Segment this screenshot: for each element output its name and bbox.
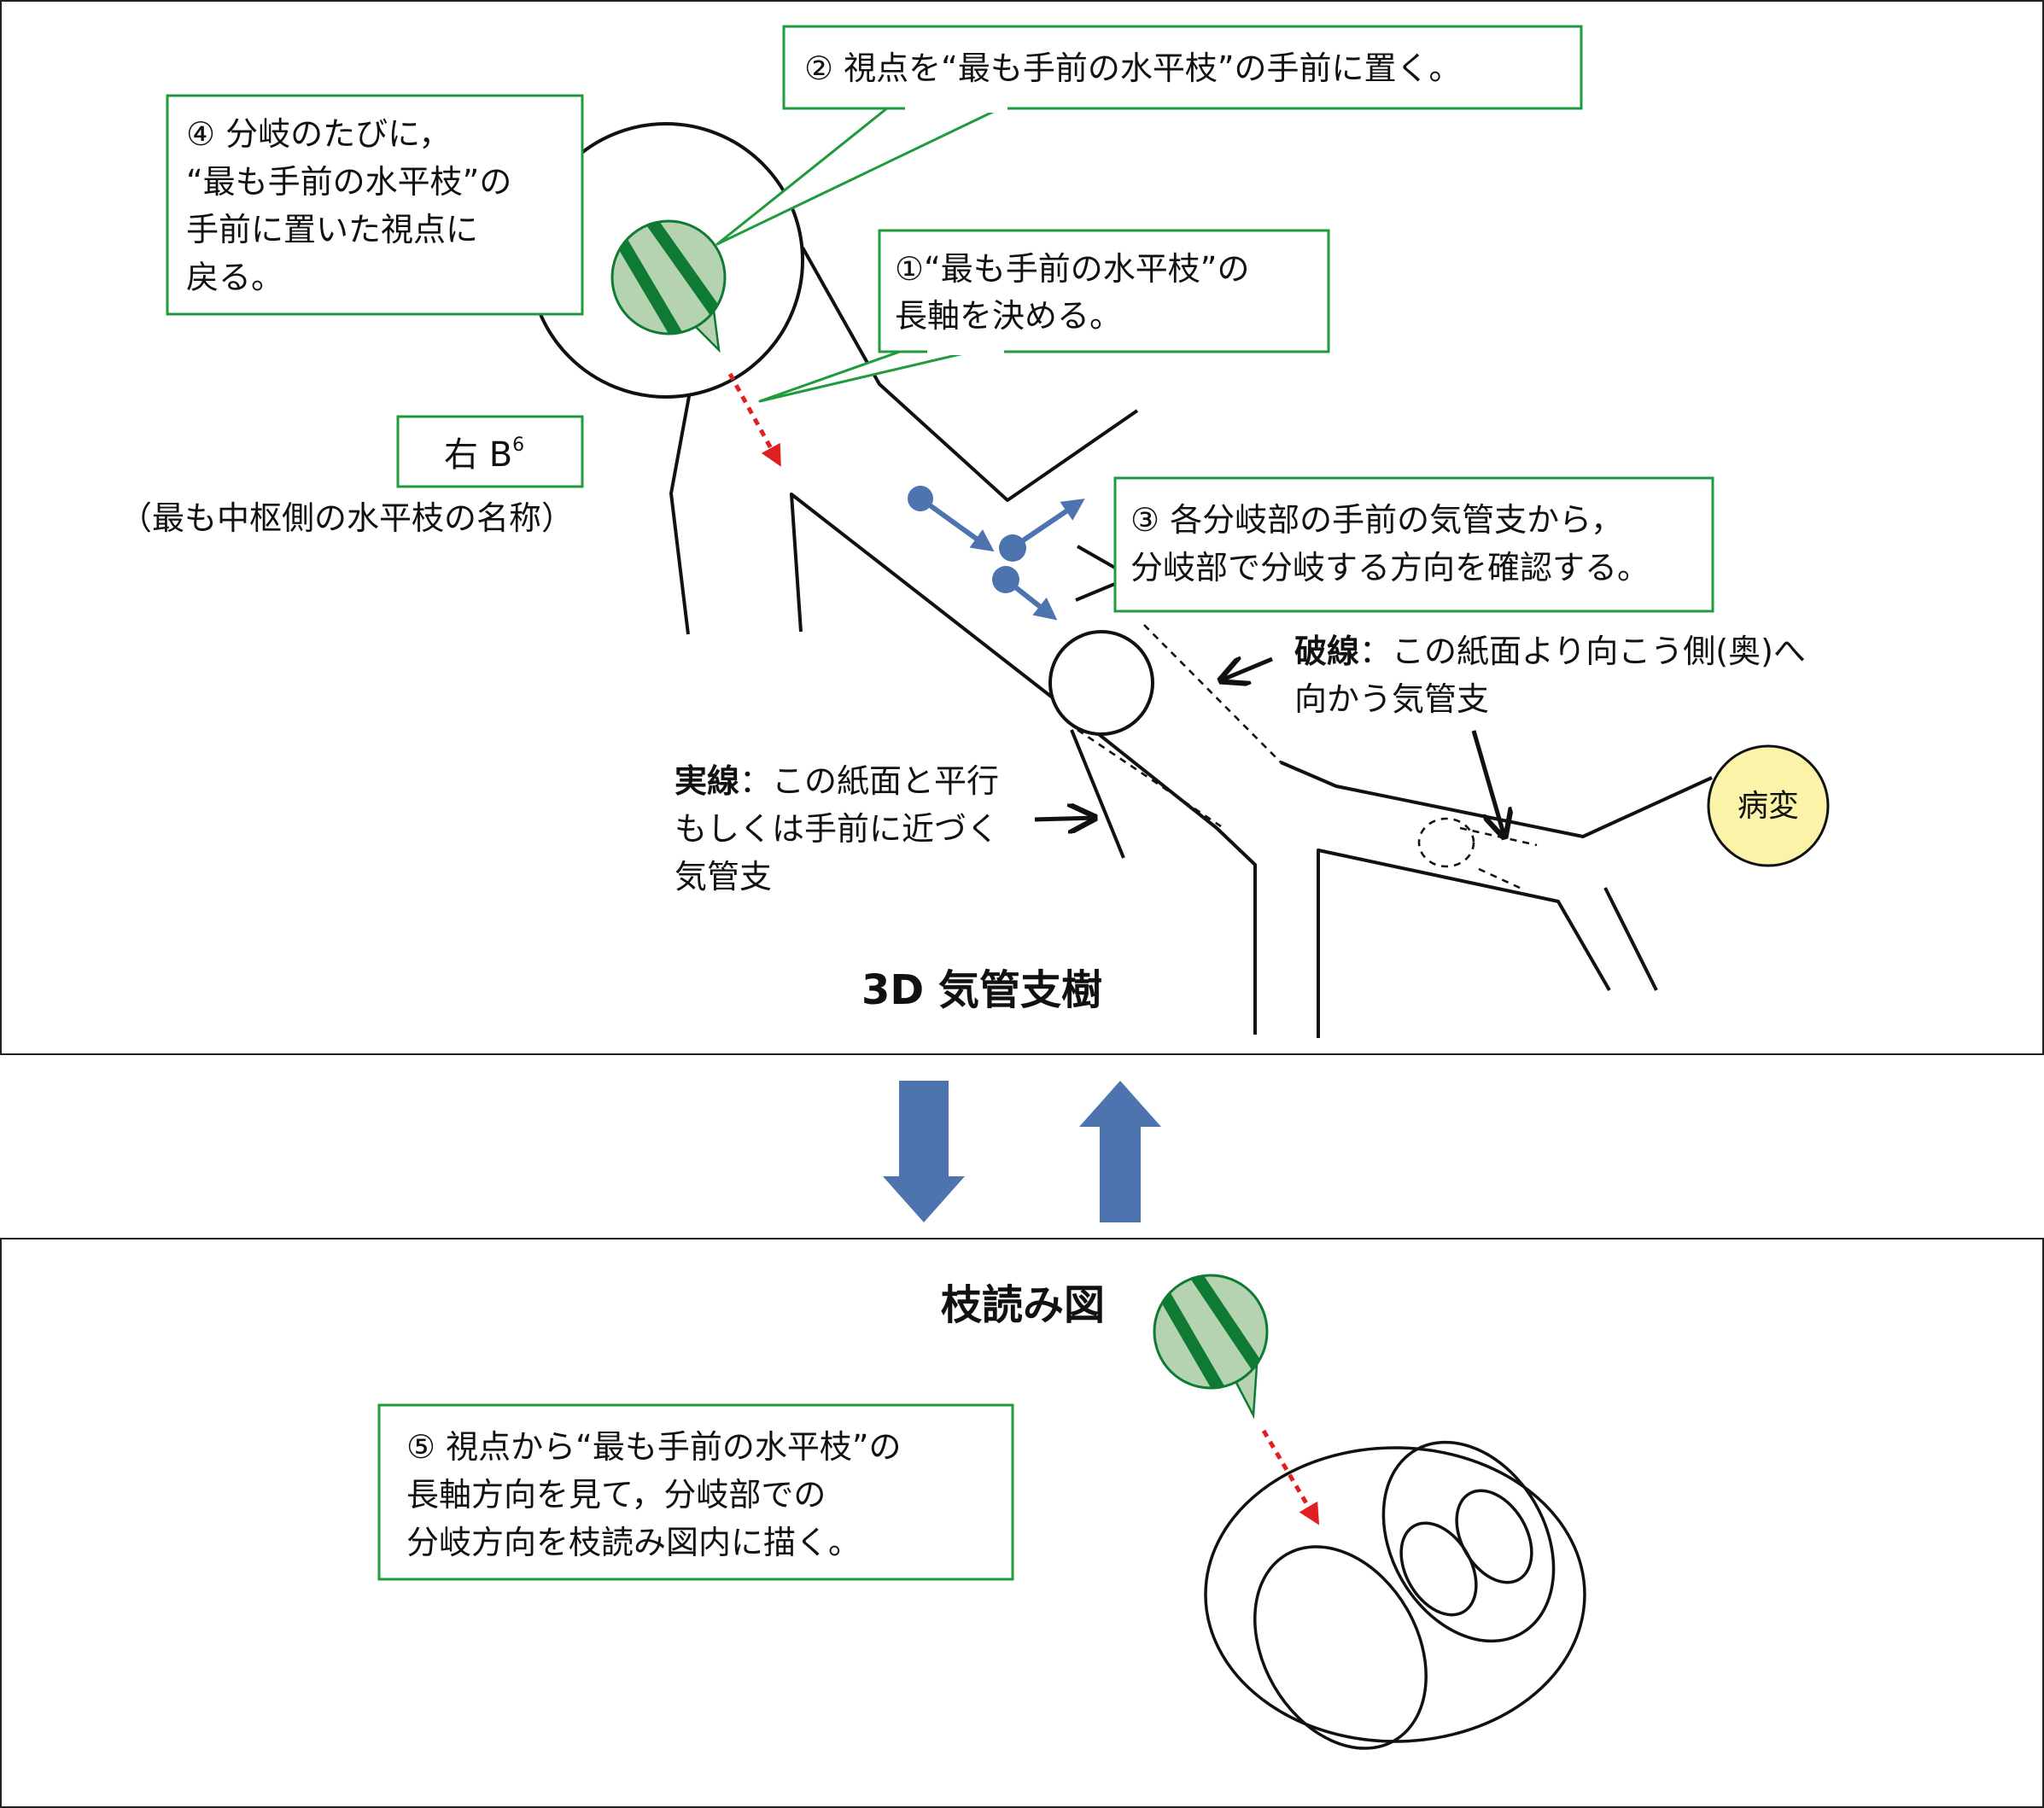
- bronchial-tree: [669, 247, 1713, 1038]
- step5-text-line1: ⑤ 視点から“最も手前の水平枝”の: [406, 1428, 902, 1466]
- tree-panel-title: 3D 気管支樹: [861, 966, 1102, 1014]
- callout-step1: ①“最も手前の水平枝”の 長軸を決める。: [758, 229, 1330, 403]
- branch-label: 右 B: [444, 435, 512, 475]
- branch-note: （最も中枢側の水平枝の名称）: [120, 499, 574, 537]
- up-arrow-icon: [1079, 1081, 1161, 1222]
- right-branch-upper-wall: [1280, 761, 1713, 838]
- step3-text-line2: 分岐部で分岐する方向を確認する。: [1130, 549, 1650, 586]
- svg-text:右 B6: 右 B6: [444, 435, 524, 475]
- svg-text:破線：この紙面より向こう側(奥)へ: 破線：この紙面より向こう側(奥)へ: [1294, 633, 1806, 670]
- solid-desc-line1: ：この紙面と平行: [739, 762, 999, 800]
- branch-label-box: 右 B6: [396, 415, 584, 488]
- solid-desc-line3: 気管支: [675, 858, 772, 895]
- sub-branch-b: [1455, 1489, 1533, 1584]
- transition-arrows: [883, 1081, 1161, 1222]
- step1-text-line1: ①“最も手前の水平枝”の: [895, 250, 1249, 288]
- callout-step4: ④ 分岐のたびに， “最も手前の水平枝”の 手前に置いた視点に 戻る。: [166, 94, 584, 316]
- dashed-desc-line1: ：この紙面より向こう側(奥)へ: [1359, 633, 1806, 670]
- branch-superscript: 6: [512, 435, 524, 456]
- upper-right-branch: [1381, 1440, 1556, 1643]
- step4-text-line2: “最も手前の水平枝”の: [186, 163, 511, 201]
- trunk-inner-wall: [790, 493, 1064, 707]
- branch-reading-diagram: [1204, 1440, 1586, 1750]
- down-arrow-icon: [883, 1081, 965, 1222]
- step3-text-line1: ③ 各分岐部の手前の気管支から，: [1130, 501, 1623, 539]
- branch-panel-title: 枝読み図: [941, 1281, 1105, 1329]
- lesion-label: 病変: [1737, 789, 1799, 824]
- branch-panel: [0, 1238, 2044, 1808]
- callout-step2: ② 視点を“最も手前の水平枝”の手前に置く。: [715, 25, 1583, 246]
- step5-text-line2: 長軸方向を見て，分岐部での: [406, 1476, 826, 1513]
- eye-viewpoint-icon: [610, 219, 727, 353]
- blue-arrow-icon: [908, 486, 1085, 621]
- step5-text-line3: 分岐方向を枝読み図内に描く。: [406, 1524, 861, 1561]
- lesion-circle: [1707, 744, 1830, 867]
- lower-left-branch: [1253, 1545, 1428, 1750]
- red-dotted-arrow-icon: [727, 372, 781, 467]
- main-branch-upper-wall: [801, 247, 1139, 502]
- dashed-desc-line2: 向かう気管支: [1294, 680, 1489, 718]
- step4-text-line3: 手前に置いた視点に: [186, 211, 478, 248]
- svg-text:実線：この紙面と平行: 実線：この紙面と平行: [675, 762, 999, 800]
- dashed-term: 破線: [1294, 633, 1359, 670]
- red-dotted-arrow-icon-2: [1261, 1429, 1320, 1525]
- step4-text-line1: ④ 分岐のたびに，: [186, 115, 451, 153]
- main-branch-lower-wall: [1060, 703, 1257, 1035]
- dashed-legend: 破線：この紙面より向こう側(奥)へ 向かう気管支: [1221, 633, 1806, 837]
- solid-legend: 実線：この紙面と平行 もしくは手前に近づく 気管支: [675, 762, 1095, 895]
- solid-branch-wall: [1070, 729, 1125, 859]
- lesion-branch-lower-wall: [1603, 887, 1658, 991]
- step1-text-line2: 長軸を決める。: [895, 297, 1122, 335]
- orifice-circle: [1048, 630, 1154, 736]
- callout-step3: ③ 各分岐部の手前の気管支から， 分岐部で分岐する方向を確認する。: [1113, 476, 1714, 613]
- callout-step5: ⑤ 視点から“最も手前の水平枝”の 長軸方向を見て，分岐部での 分岐方向を枝読み…: [377, 1403, 1014, 1581]
- step2-text: ② 視点を“最も手前の水平枝”の手前に置く。: [804, 50, 1462, 87]
- eye-viewpoint-icon-2: [1153, 1274, 1269, 1420]
- solid-term: 実線: [675, 762, 739, 800]
- right-branch-lower-wall: [1317, 849, 1611, 1038]
- trunk-left-wall: [669, 382, 693, 635]
- step4-text-line4: 戻る。: [186, 259, 283, 296]
- solid-desc-line2: もしくは手前に近づく: [675, 810, 999, 848]
